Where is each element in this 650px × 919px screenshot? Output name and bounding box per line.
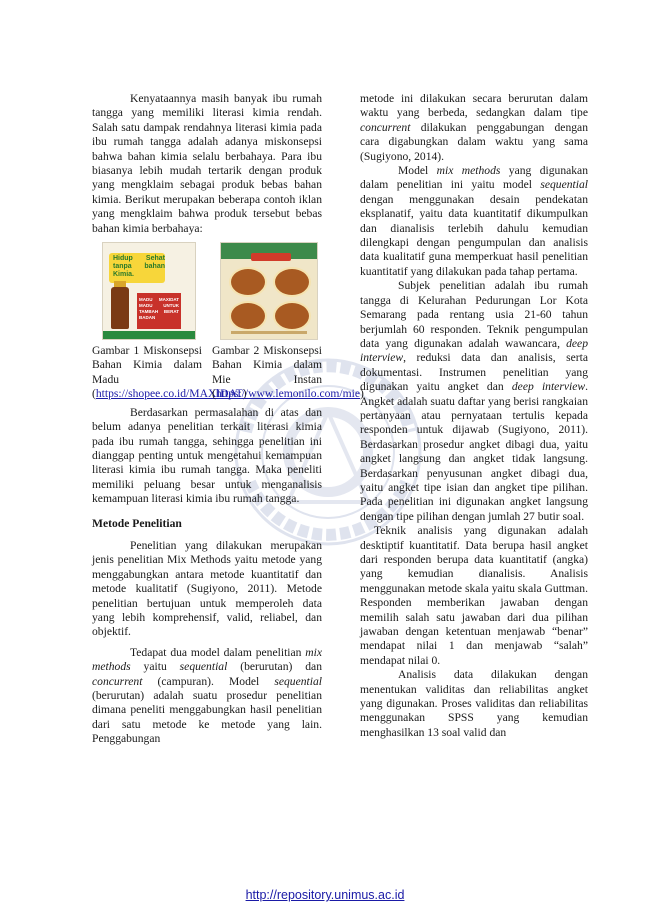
paragraph-analysis-technique: Teknik analisis yang digunakan adalah de… (360, 524, 588, 667)
paragraph-problem: Berdasarkan permasalahan di atas dan bel… (92, 405, 322, 506)
right-column: metode ini dilakukan secara berurutan da… (360, 92, 588, 740)
paragraph-subjects: Subjek penelitian adalah ibu rumah tangg… (360, 279, 588, 523)
figure-2-caption: Gambar 2 Miskonsepsi Bahan Kimia dalam M… (212, 344, 364, 401)
paragraph-design: Model mix methods yang digunakan dalam p… (360, 164, 589, 278)
paragraph-concurrent: metode ini dilakukan secara berurutan da… (360, 92, 588, 163)
honey-product-image: Hidup Sehat tanpa bahan Kimia. MADU MAXI… (102, 242, 196, 341)
figure-2: Gambar 2 Miskonsepsi Bahan Kimia dalam M… (212, 242, 364, 402)
image-1-box-label: MADU MAXIDAT MADU UNTUK TAMBAH BERAT BAD… (139, 297, 179, 321)
figure-2-link[interactable]: https://www.lemonilo.com/mie (215, 387, 361, 401)
paragraph-models: Tedapat dua model dalam penelitian mix m… (92, 645, 323, 746)
paragraph-validity: Analisis data dilakukan dengan menentuka… (360, 668, 588, 739)
figure-row: Hidup Sehat tanpa bahan Kimia. MADU MAXI… (92, 242, 364, 402)
paragraph-methods: Penelitian yang dilakukan merupakan jeni… (92, 538, 322, 639)
image-1-slogan: Hidup Sehat tanpa bahan Kimia. (113, 255, 165, 279)
footer: http://repository.unimus.ac.id (0, 888, 650, 902)
left-column: Kenyataannya masih banyak ibu rumah tang… (92, 92, 364, 747)
paragraph-intro: Kenyataannya masih banyak ibu rumah tang… (92, 92, 322, 235)
university-seal-watermark (234, 358, 422, 546)
figure-1-link[interactable]: https://shopee.co.id/MAXIDAT (95, 387, 243, 401)
instant-noodle-image (220, 242, 318, 341)
repository-link[interactable]: http://repository.unimus.ac.id (245, 888, 405, 902)
figure-1: Hidup Sehat tanpa bahan Kimia. MADU MAXI… (92, 242, 247, 402)
section-heading-methods: Metode Penelitian (92, 516, 182, 530)
figure-1-caption: Gambar 1 Miskonsepsi Bahan Kimia dalam M… (92, 344, 247, 401)
